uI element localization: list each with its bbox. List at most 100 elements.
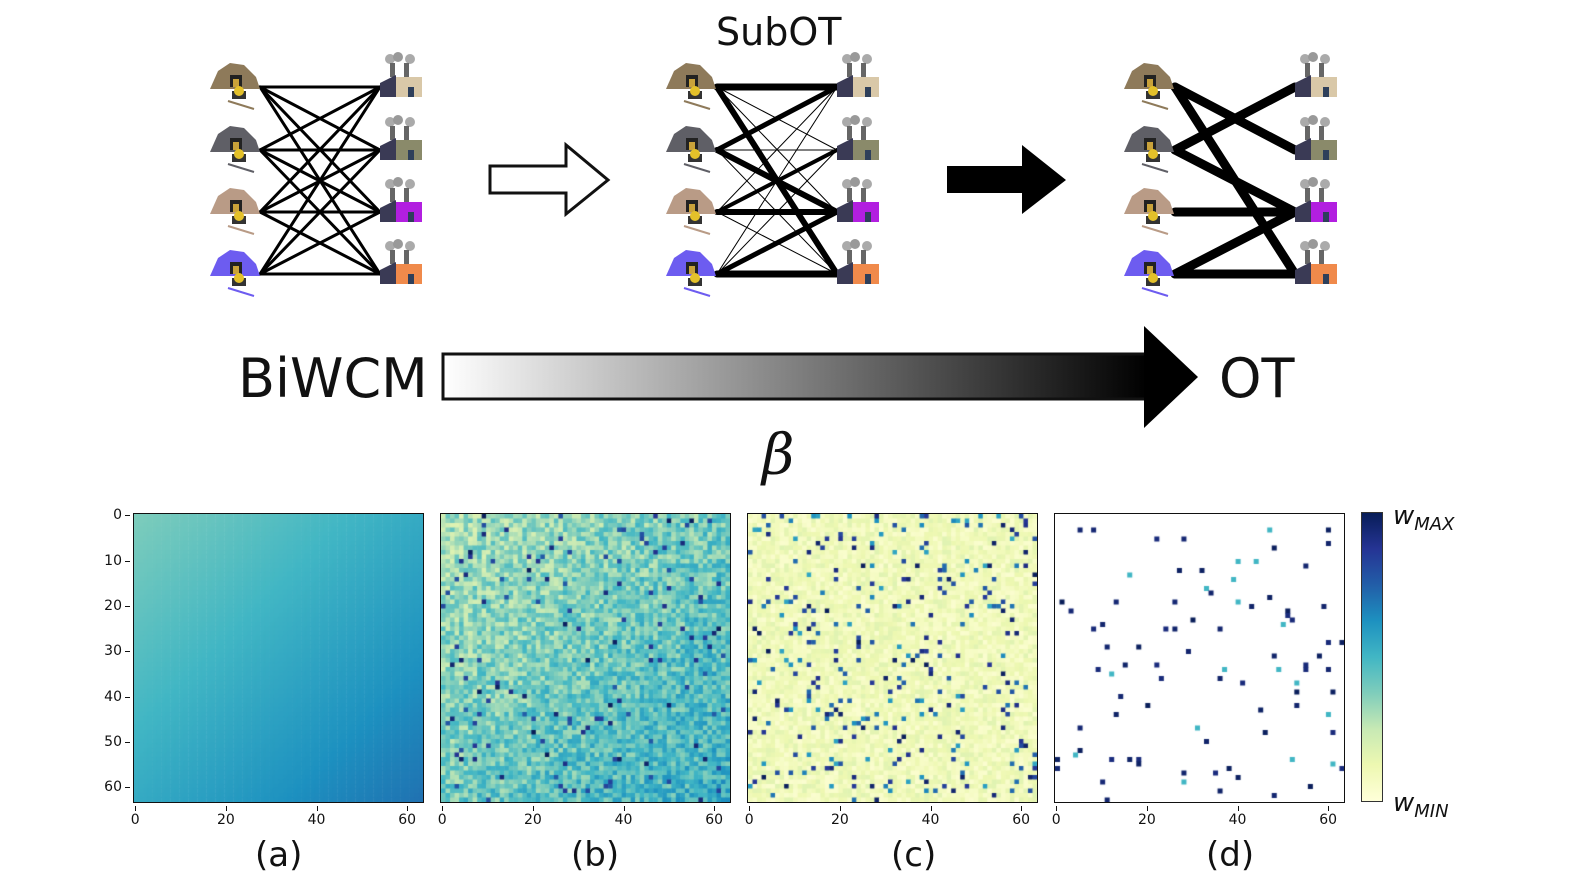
y-tick-0-mark [125, 515, 130, 517]
x-tick-p2-20: 20 [830, 812, 849, 828]
transport-edge-14 [258, 210, 382, 276]
factory-icon-1 [1295, 115, 1337, 160]
mine-icon-2 [210, 188, 260, 235]
x-tick-p0-60-mark [407, 806, 409, 811]
x-tick-p0-0-mark [135, 806, 137, 811]
factory-icon-2 [1295, 177, 1337, 222]
x-tick-p2-0: 0 [744, 812, 754, 828]
x-tick-p3-20-mark [1146, 806, 1148, 811]
heatmap-panel-d [1054, 513, 1345, 803]
ot-bipartite-graph [1124, 52, 1337, 297]
y-tick-10: 10 [104, 552, 122, 569]
factory-icon-3 [1295, 239, 1337, 284]
mine-icon-0 [666, 63, 716, 110]
panel-label-c: (c) [891, 835, 937, 875]
x-tick-p1-0-mark [442, 806, 444, 811]
heatmap-panel-a [133, 513, 424, 803]
transport-edge-2 [1170, 145, 1300, 217]
transport-edge-14 [714, 209, 840, 277]
factory-icon-3 [380, 239, 422, 284]
y-tick-20: 20 [104, 597, 122, 614]
transport-edge-8 [716, 86, 838, 213]
mine-icon-0 [1124, 63, 1174, 110]
biwcm-label: BiWCM [238, 347, 428, 410]
hollow-arrow-icon [488, 141, 611, 218]
x-tick-p2-40-mark [930, 806, 932, 811]
factory-icon-3 [837, 239, 879, 284]
mine-icon-3 [666, 250, 716, 297]
heatmap-canvas-d [1055, 514, 1344, 802]
factory-icon-1 [380, 115, 422, 160]
x-tick-p2-40: 40 [921, 812, 940, 828]
y-tick-10-mark [125, 560, 130, 562]
heatmap-canvas-a [134, 514, 423, 802]
x-tick-p0-20-mark [225, 806, 227, 811]
gradient-arrow-head-icon [1144, 326, 1198, 428]
x-tick-p0-40-mark [316, 806, 318, 811]
transport-diagram [210, 52, 1337, 428]
x-tick-p1-40-mark [623, 806, 625, 811]
mine-icon-2 [666, 188, 716, 235]
x-tick-p1-20-mark [532, 806, 534, 811]
y-tick-0: 0 [113, 507, 122, 524]
colorbar [1361, 512, 1383, 802]
x-tick-p1-20: 20 [523, 812, 542, 828]
panel-label-d: (d) [1206, 835, 1255, 875]
biwcm-bipartite-graph [210, 52, 422, 297]
mine-icon-3 [1124, 250, 1174, 297]
y-tick-30: 30 [104, 643, 122, 660]
mine-icon-0 [210, 63, 260, 110]
mine-icon-3 [210, 250, 260, 297]
x-tick-p3-60: 60 [1319, 812, 1338, 828]
transport-edge-3 [1170, 82, 1300, 155]
factory-icon-1 [837, 115, 879, 160]
y-tick-40: 40 [104, 688, 122, 705]
factory-icon-0 [837, 52, 879, 97]
x-tick-p3-0: 0 [1051, 812, 1061, 828]
x-tick-p2-60: 60 [1012, 812, 1031, 828]
panel-label-b: (b) [571, 835, 620, 875]
factory-icon-0 [380, 52, 422, 97]
x-tick-p3-0-mark [1056, 806, 1058, 811]
x-tick-p0-40: 40 [307, 812, 326, 828]
transport-edge-12 [258, 85, 382, 276]
factory-icon-2 [380, 177, 422, 222]
factory-icon-0 [1295, 52, 1337, 97]
y-tick-30-mark [125, 651, 130, 653]
transport-edge-4 [714, 84, 840, 153]
x-tick-p2-20-mark [839, 806, 841, 811]
x-tick-p2-0-mark [749, 806, 751, 811]
transport-edge-4 [258, 85, 382, 152]
mine-icon-2 [1124, 188, 1174, 235]
transport-edge-12 [716, 86, 838, 275]
x-tick-p2-60-mark [1021, 806, 1023, 811]
x-tick-p1-0: 0 [437, 812, 447, 828]
x-tick-p3-40: 40 [1228, 812, 1247, 828]
ot-label: OT [1219, 347, 1295, 410]
y-tick-40-mark [125, 696, 130, 698]
heatmap-canvas-c [748, 514, 1037, 802]
x-tick-p0-20: 20 [216, 812, 235, 828]
solid-arrow-icon [947, 145, 1066, 214]
colorbar-min-label: wMIN [1393, 788, 1449, 823]
x-tick-p1-60: 60 [705, 812, 724, 828]
x-tick-p3-20: 20 [1137, 812, 1156, 828]
transport-edge-13 [258, 148, 382, 276]
heatmap-panel-b [440, 513, 731, 803]
panel-label-a: (a) [255, 835, 303, 875]
mine-icon-1 [666, 126, 716, 173]
transport-edge-13 [716, 149, 838, 275]
heatmap-canvas-b [441, 514, 730, 802]
subot-bipartite-graph [666, 52, 879, 297]
x-tick-p1-40: 40 [614, 812, 633, 828]
x-tick-p3-60-mark [1328, 806, 1330, 811]
heatmap-panel-c [747, 513, 1038, 803]
x-tick-p0-60: 60 [398, 812, 417, 828]
transport-edge-8 [258, 85, 382, 214]
mine-icon-1 [210, 126, 260, 173]
y-tick-60-mark [125, 787, 130, 789]
subot-title: SubOT [716, 10, 842, 54]
beta-symbol: β [762, 423, 795, 488]
y-tick-50: 50 [104, 733, 122, 750]
